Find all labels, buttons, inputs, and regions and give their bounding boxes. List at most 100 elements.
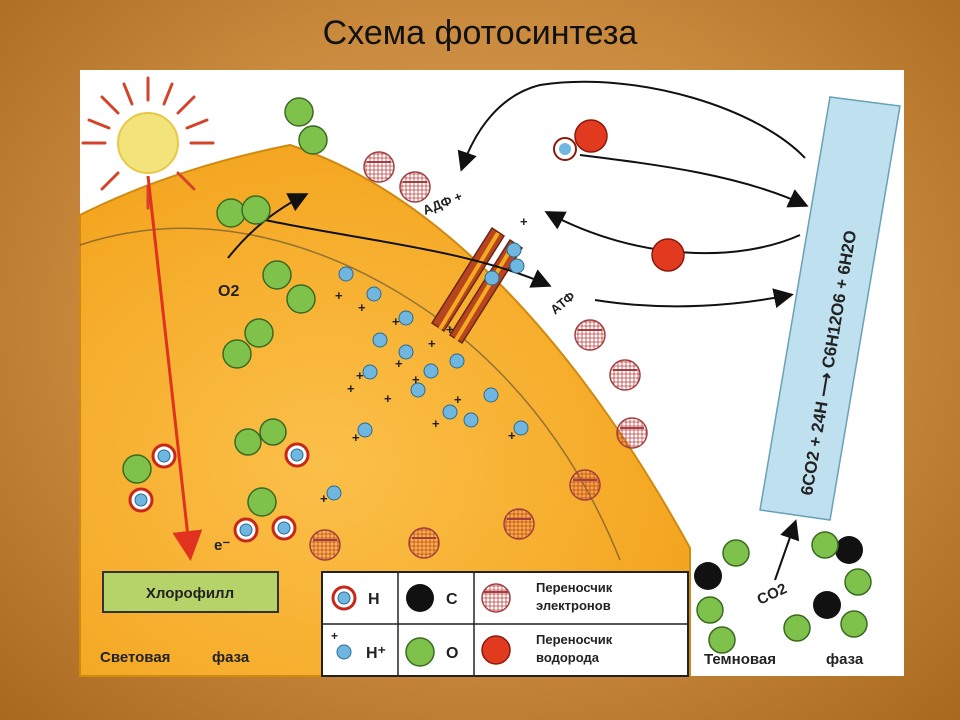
plus-sign: + bbox=[352, 430, 360, 445]
plus-sign: + bbox=[412, 372, 420, 387]
hydrogen-ion bbox=[372, 332, 388, 348]
carbon-atom bbox=[813, 591, 841, 619]
oxygen-atom bbox=[696, 596, 724, 624]
hydrogen-ion bbox=[506, 242, 522, 258]
oxygen-atom bbox=[247, 487, 277, 517]
legend-oxygen-label: О bbox=[446, 645, 458, 662]
hydrogen-atom-core bbox=[277, 521, 291, 535]
plus-sign: + bbox=[335, 288, 343, 303]
hydrogen-ion bbox=[513, 420, 529, 436]
electron-carrier bbox=[574, 319, 606, 351]
electron-carrier bbox=[363, 151, 395, 183]
electron-carrier bbox=[503, 508, 535, 540]
plus-sign: + bbox=[508, 428, 516, 443]
hydrogen-atom-core bbox=[157, 449, 171, 463]
oxygen-molecule-atom bbox=[244, 318, 274, 348]
hydrogen-atom-core bbox=[239, 523, 253, 537]
legend-oxygen-icon bbox=[405, 637, 435, 667]
hydrogen-ion bbox=[398, 310, 414, 326]
legend-carbon-label: С bbox=[446, 591, 458, 608]
slide-title: Схема фотосинтеза bbox=[322, 14, 638, 52]
legend-hydrogen-label: Н bbox=[368, 591, 380, 608]
oxygen-atom bbox=[840, 610, 868, 638]
hydrogen-ion bbox=[326, 485, 342, 501]
oxygen-atom bbox=[811, 531, 839, 559]
hydrogen-ion bbox=[338, 266, 354, 282]
hydrogen-ion bbox=[398, 344, 414, 360]
chlorophyll-box: Хлорофилл bbox=[102, 571, 279, 613]
plus-sign: + bbox=[520, 214, 528, 229]
oxygen-atom bbox=[722, 539, 750, 567]
electron-carrier bbox=[408, 527, 440, 559]
plus-sign: + bbox=[428, 336, 436, 351]
atp-synthase-channel bbox=[430, 226, 524, 345]
hydrogen-carrier-bottom bbox=[651, 238, 685, 272]
oxygen-atom bbox=[259, 418, 287, 446]
oxygen-molecule-atom bbox=[216, 198, 246, 228]
oxygen-atom bbox=[122, 454, 152, 484]
hydrogen-atom-core bbox=[134, 493, 148, 507]
oxygen-molecule-atom bbox=[241, 195, 271, 225]
carbon-atom bbox=[835, 536, 863, 564]
o2-label: O2 bbox=[218, 283, 239, 300]
cycle-arrow-to-bar bbox=[579, 154, 809, 208]
plus-sign: + bbox=[384, 391, 392, 406]
legend-electron-carrier-icon bbox=[481, 583, 511, 613]
legend-carbon-icon bbox=[406, 584, 434, 612]
hydrogen-ion bbox=[484, 270, 500, 286]
hydrogen-ion bbox=[423, 363, 439, 379]
cycle-arrow-top bbox=[457, 80, 806, 172]
hydrogen-atom-core bbox=[290, 448, 304, 462]
sun-icon bbox=[81, 76, 215, 210]
electron-carrier bbox=[616, 417, 648, 449]
hydrogen-ion bbox=[483, 387, 499, 403]
dark-phase-label-2: фаза bbox=[826, 651, 864, 668]
oxygen-atom bbox=[844, 568, 872, 596]
legend-hydrogen-icon bbox=[331, 585, 357, 611]
electron-carrier bbox=[609, 359, 641, 391]
atp-to-bar-arrow bbox=[594, 288, 794, 308]
hydrogen-ion bbox=[463, 412, 479, 428]
cycle-arrow-back bbox=[544, 211, 801, 255]
electron-carrier bbox=[399, 171, 431, 203]
legend-plus-sign: + bbox=[331, 629, 338, 643]
oxygen-molecule-atom bbox=[222, 339, 252, 369]
hydrogen-ion bbox=[366, 286, 382, 302]
legend-hydrogen-carrier-label-1: Переносчик bbox=[536, 632, 613, 647]
plus-sign: + bbox=[446, 322, 454, 337]
oxygen-atom bbox=[783, 614, 811, 642]
hydrogen-carrier-group-top bbox=[553, 119, 608, 161]
carbon-atom bbox=[694, 562, 722, 590]
light-phase-label-2: фаза bbox=[212, 649, 250, 666]
hydrogen-ion bbox=[442, 404, 458, 420]
oxygen-atom bbox=[708, 626, 736, 654]
plus-sign: + bbox=[432, 416, 440, 431]
chlorophyll-label: Хлорофилл bbox=[146, 585, 234, 602]
light-ray-arrow bbox=[146, 175, 203, 561]
electron-carrier bbox=[309, 529, 341, 561]
oxygen-atom bbox=[234, 428, 262, 456]
hydrogen-ion bbox=[410, 382, 426, 398]
oxygen-molecule-atom bbox=[284, 97, 314, 127]
oxygen-molecule-atom bbox=[262, 260, 292, 290]
plus-sign: + bbox=[347, 381, 355, 396]
oxygen-molecule-atom bbox=[286, 284, 316, 314]
plus-sign: + bbox=[356, 368, 364, 383]
light-phase-label-1: Световая bbox=[100, 649, 170, 666]
hydrogen-ion bbox=[357, 422, 373, 438]
hydrogen-ion bbox=[362, 364, 378, 380]
hydrogen-ion bbox=[449, 353, 465, 369]
plus-sign: + bbox=[454, 392, 462, 407]
legend-hydrogen-ion-icon bbox=[336, 644, 352, 660]
plus-sign: + bbox=[320, 491, 328, 506]
electron-label: e⁻ bbox=[214, 537, 230, 554]
legend-hydrogen-carrier-icon bbox=[481, 635, 511, 665]
legend-table: Н С Переносчик электронов + Н⁺ О Перенос… bbox=[321, 571, 689, 677]
legend-electron-carrier-label-2: электронов bbox=[536, 598, 611, 613]
dark-phase-label-1: Темновая bbox=[704, 651, 776, 668]
plus-sign: + bbox=[395, 356, 403, 371]
plus-sign: + bbox=[358, 300, 366, 315]
legend-hydrogen-ion-label: Н⁺ bbox=[366, 645, 386, 662]
legend-hydrogen-carrier-label-2: водорода bbox=[536, 650, 600, 665]
